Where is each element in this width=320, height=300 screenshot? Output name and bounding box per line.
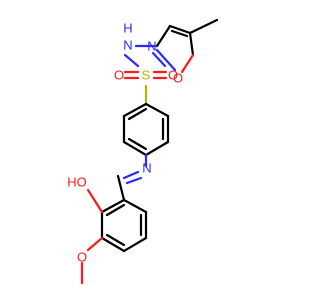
atom-h-amide: H [123, 21, 132, 36]
benzene-ring-phenol [100, 198, 148, 253]
isoxazole-ring [151, 18, 219, 74]
atom-o-methoxy: O [77, 250, 87, 265]
molecule-structure: N H S O O N O N HO O [67, 18, 219, 285]
bond-c-o-methoxy [86, 236, 104, 252]
benzene-ring-sulfonyl [122, 102, 170, 157]
atom-o-left: O [114, 68, 124, 83]
sulfonyl-bonds [123, 70, 168, 80]
atom-sulfur: S [142, 68, 151, 83]
imine-bond [122, 170, 143, 185]
atom-hydroxyl: HO [67, 175, 87, 190]
bond-ch-ring [116, 174, 126, 202]
atom-n-imine: N [142, 161, 151, 176]
atom-n-amide: N [123, 38, 132, 53]
atom-o-right: O [168, 68, 178, 83]
atom-o-isoxazole: O [173, 71, 183, 86]
bond-c-oh [86, 188, 104, 214]
bond-s-nh [123, 53, 140, 68]
atom-n-isoxazole: N [147, 39, 156, 54]
